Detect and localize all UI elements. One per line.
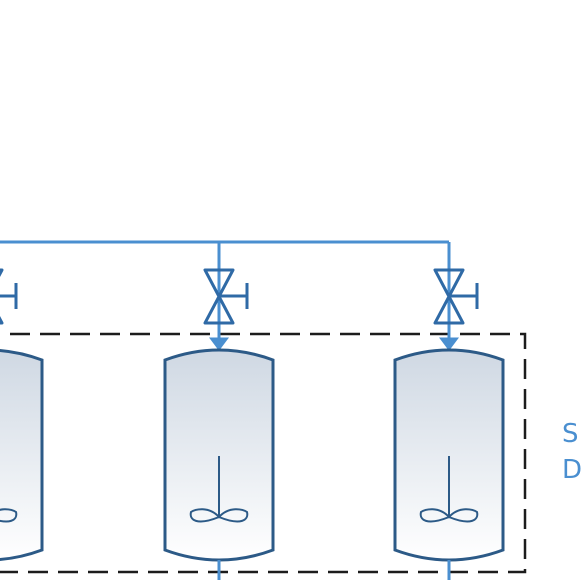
vessel-group-1 bbox=[0, 268, 44, 561]
vessel-1-body bbox=[0, 349, 44, 561]
valve-icon[interactable] bbox=[203, 268, 249, 325]
vessel-2-body bbox=[163, 348, 275, 562]
arrow-down-icon bbox=[209, 337, 229, 351]
agitator-icon bbox=[419, 456, 479, 523]
valve-icon[interactable] bbox=[0, 268, 18, 325]
agitator-icon bbox=[0, 508, 18, 523]
valve-icon[interactable] bbox=[433, 268, 479, 325]
vessel-group-2 bbox=[163, 242, 275, 580]
side-label-line-1: S bbox=[562, 419, 579, 449]
vessel-3-body bbox=[393, 348, 505, 562]
agitator-icon bbox=[189, 456, 249, 523]
side-label-line-2: D bbox=[562, 455, 581, 485]
system-boundary bbox=[0, 332, 527, 574]
arrow-down-icon bbox=[439, 337, 459, 351]
vessel-group-3 bbox=[393, 242, 505, 580]
